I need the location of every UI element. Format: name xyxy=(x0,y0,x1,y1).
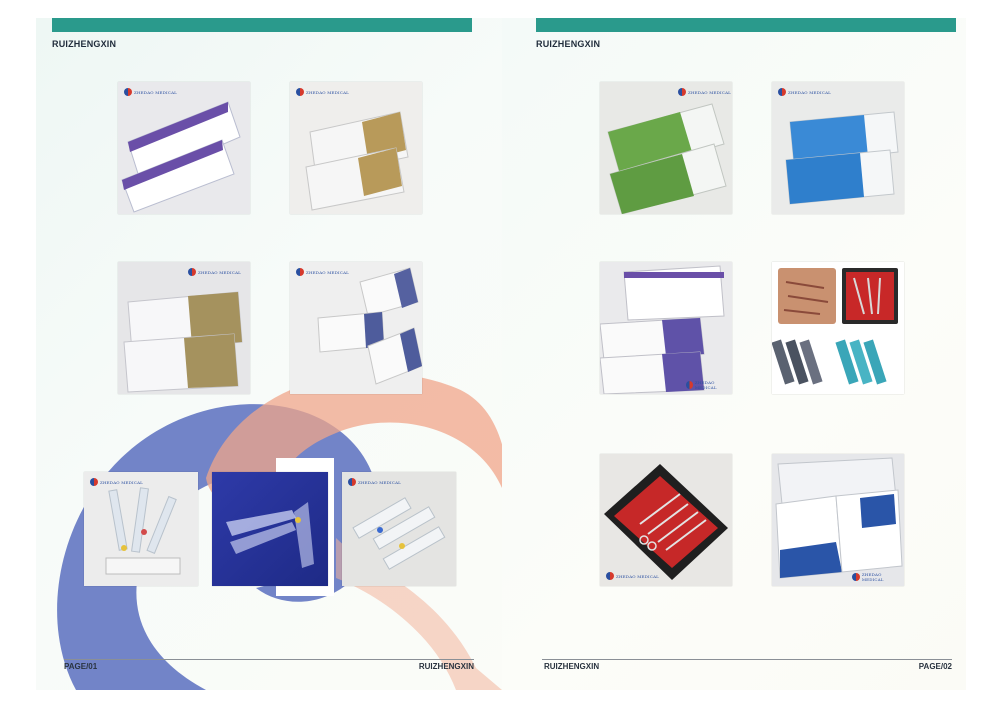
brand-logo-icon: ZHEDAO MEDICAL xyxy=(778,88,831,96)
footer-brand: RUIZHENGXIN xyxy=(544,662,600,671)
page-number: PAGE/02 xyxy=(918,662,952,671)
photo-suture-packs-blue-scattered: ZHEDAO MEDICAL xyxy=(290,262,422,394)
header-accent-bar xyxy=(536,18,956,32)
photo-alcohol-pads-boxes: ZHEDAO MEDICAL xyxy=(772,454,904,586)
brand-logo-icon: ZHEDAO MEDICAL xyxy=(852,572,904,582)
photo-surgical-sutures-boxes: ZHEDAO MEDICAL xyxy=(118,82,250,214)
footer-divider xyxy=(64,659,474,660)
photo-nylon-monofilament-green: ZHEDAO MEDICAL xyxy=(600,82,732,214)
header-accent-bar xyxy=(52,18,472,32)
page-left: RUIZHENGXIN ZHEDAO MEDICAL ZHEDAO MEDICA… xyxy=(36,18,502,690)
photo-vicryl-sutures-box: ZHEDAO MEDICAL xyxy=(600,262,732,394)
brand-logo-icon: ZHEDAO MEDICAL xyxy=(606,572,659,580)
header-brand: RUIZHENGXIN xyxy=(536,39,601,49)
page-right: RUIZHENGXIN ZHEDAO MEDICAL ZHEDAO MEDICA… xyxy=(502,18,966,690)
brand-logo-icon: ZHEDAO MEDICAL xyxy=(124,88,177,96)
brand-logo-icon: ZHEDAO MEDICAL xyxy=(296,268,349,276)
photo-suture-practice-kit xyxy=(772,262,904,394)
brand-logo-icon: ZHEDAO MEDICAL xyxy=(296,88,349,96)
footer-divider xyxy=(542,659,952,660)
photo-vaginal-speculum xyxy=(212,472,328,586)
footer-brand: RUIZHENGXIN xyxy=(418,662,474,671)
photo-suture-packs-gold-stack: ZHEDAO MEDICAL xyxy=(118,262,250,394)
photo-nylon-monofilament-blue: ZHEDAO MEDICAL xyxy=(772,82,904,214)
photo-dissection-kit-red-case: ZHEDAO MEDICAL xyxy=(600,454,732,586)
brand-logo-icon: ZHEDAO MEDICAL xyxy=(90,478,143,486)
page-number: PAGE/01 xyxy=(64,662,98,671)
photo-iv-cannulas: ZHEDAO MEDICAL xyxy=(84,472,198,586)
brochure-spread: RUIZHENGXIN ZHEDAO MEDICAL ZHEDAO MEDICA… xyxy=(36,18,966,690)
decorative-swirl xyxy=(57,372,502,690)
brand-logo-icon: ZHEDAO MEDICAL xyxy=(188,268,241,276)
brand-logo-icon: ZHEDAO MEDICAL xyxy=(348,478,401,486)
photo-suture-packs-gold: ZHEDAO MEDICAL xyxy=(290,82,422,214)
brand-logo-icon: ZHEDAO MEDICAL xyxy=(678,88,731,96)
brand-logo-icon: ZHEDAO MEDICAL xyxy=(686,380,732,390)
photo-iv-cannulas-blister: ZHEDAO MEDICAL xyxy=(342,472,456,586)
header-brand: RUIZHENGXIN xyxy=(52,39,117,49)
